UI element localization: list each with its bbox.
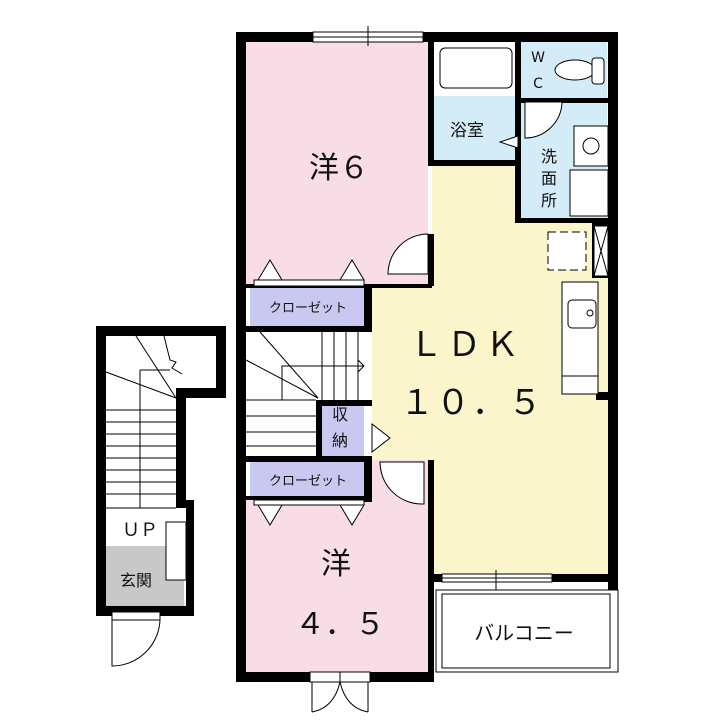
door-bath-marker [498,135,519,149]
door-western-45-exterior [309,671,371,713]
label-western-45-2: ４．５ [295,607,385,642]
label-balcony: バルコニー [474,621,574,645]
label-ldk-1: ＬＤＫ [409,325,523,365]
label-entrance: 玄関 [120,571,152,590]
label-wc-1: W [531,50,545,66]
door-western-45 [379,461,425,505]
shelf-unit [593,225,609,277]
closet-upper [250,286,364,326]
stairs-entrance [105,335,183,509]
room-western-6 [246,40,428,286]
room-bath [432,96,518,162]
window-balcony [441,570,553,592]
refrigerator-space [547,231,587,271]
label-ldk-2: １０．５ [400,383,544,423]
label-washroom-3: 所 [541,191,557,210]
label-storage-1: 収 [332,405,348,424]
washbasin [569,125,609,217]
window-top [312,26,424,46]
label-bath: 浴室 [450,121,484,141]
label-western-6: 洋６ [309,151,369,186]
stairs-area [246,332,322,458]
storage [320,402,364,460]
label-storage-2: 納 [332,431,348,450]
door-washroom [524,101,563,139]
balcony [435,589,619,673]
stairs-main [245,331,365,447]
door-western-6 [387,233,429,275]
label-washroom-2: 面 [541,169,557,188]
label-closet-lower: クローゼット [269,474,347,489]
entrance-walls [96,326,226,616]
label-washroom-1: 洗 [541,147,557,166]
closet-upper-doors [253,259,365,287]
door-entrance [111,615,161,667]
label-western-45-1: 洋 [321,547,351,582]
label-closet-upper: クローゼット [269,301,347,316]
toilet [554,57,605,85]
bathtub [439,47,513,89]
closet-lower-doors [253,499,365,526]
kitchen-counter [561,281,599,395]
room-western-45 [246,498,428,674]
entrance-threshold [111,611,161,621]
label-stairs-up: ＵＰ [122,520,158,541]
shoe-box [165,521,187,581]
label-wc-2: C [533,76,543,92]
closet-lower [250,460,364,498]
storage-door-marker [371,422,391,454]
